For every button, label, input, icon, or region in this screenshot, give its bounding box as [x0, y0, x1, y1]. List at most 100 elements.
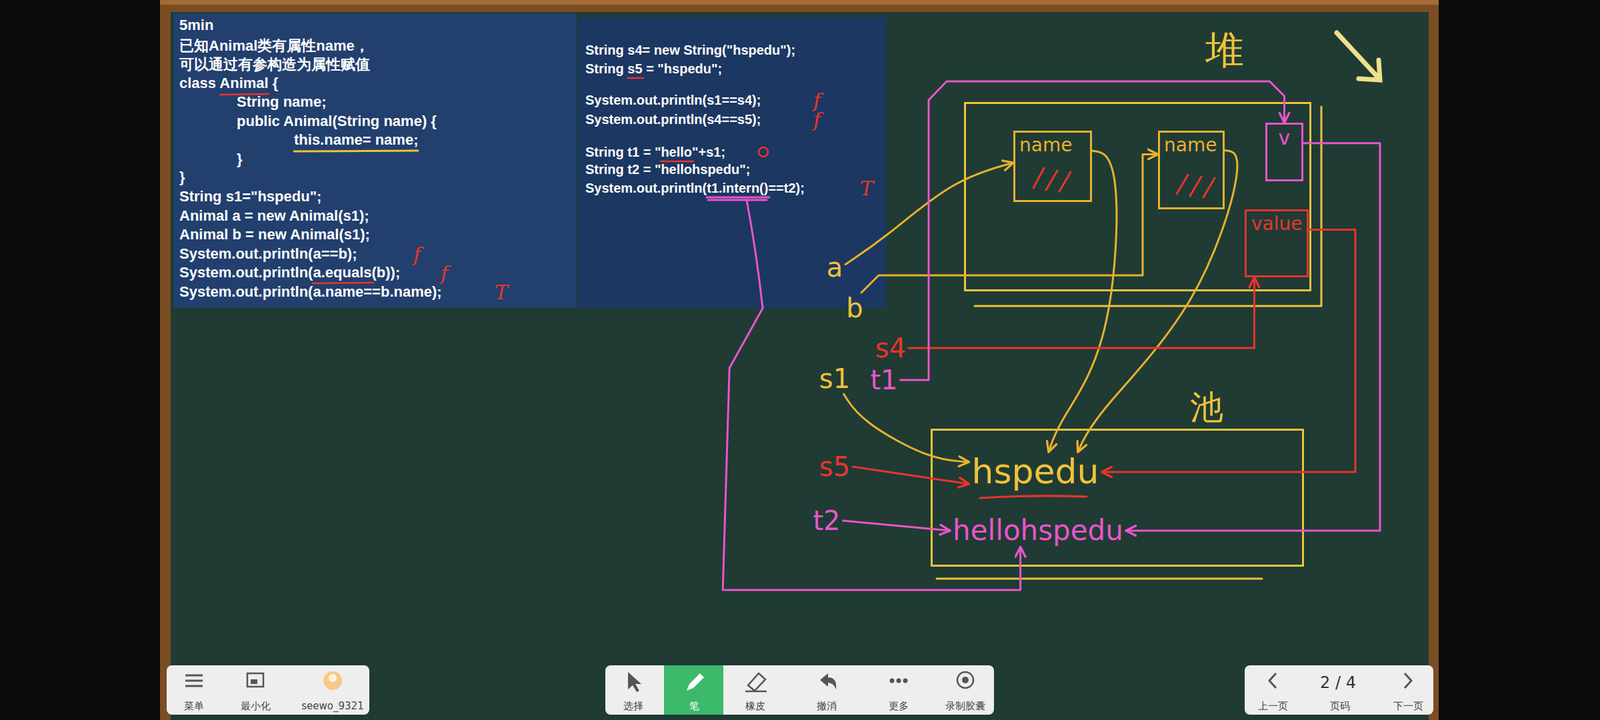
underline: [627, 77, 644, 80]
grading-mark: f: [440, 262, 448, 284]
code-line: 5min: [179, 16, 214, 35]
reference-arrow: [1078, 150, 1238, 453]
undo-icon: [820, 673, 836, 690]
record-icon: [962, 676, 969, 684]
code-line: String t2 = "hellohspedu";: [585, 160, 750, 178]
circle-mark: [758, 147, 768, 157]
variable: b: [843, 292, 866, 324]
region-heading: 池: [1190, 389, 1224, 426]
reference-arrow: [861, 154, 1158, 293]
code-line: Animal b = new Animal(s1);: [179, 225, 370, 244]
code-line: String name;: [236, 92, 326, 112]
toolbar: [166, 665, 370, 715]
code-panel: 5min已知Animal类有属性name， 可以通过有参构造为属性赋值class…: [173, 13, 577, 308]
grading-mark: T: [494, 281, 508, 304]
cursor-icon: [628, 672, 642, 692]
object-field: name: [1158, 130, 1225, 210]
code-line: System.out.println(t1.intern()==t2);: [585, 179, 805, 197]
chalk-marks: [220, 32, 1380, 579]
reference-arrow: [1048, 150, 1117, 452]
pen-icon: [686, 673, 704, 691]
code-line: System.out.println(a.name==b.name);: [179, 282, 442, 302]
object-field: v: [1265, 122, 1304, 182]
code-line: public Animal(String name) {: [236, 112, 437, 131]
more-icon: [896, 678, 902, 684]
toolbar-label: 笔: [689, 700, 700, 712]
toolbar: [166, 665, 1434, 715]
code-line: String t1 = "hello"+s1;: [585, 143, 726, 161]
code-line: String s1="hspedu";: [179, 187, 322, 206]
code-line: System.out.println(a==b);: [179, 244, 357, 264]
reference-arrow: [845, 162, 1014, 264]
toolbar-label: seewo_9321: [301, 700, 364, 712]
variable-name: t2: [810, 505, 843, 536]
more-icon: [890, 678, 895, 684]
field-label: name: [1164, 134, 1217, 156]
leader-line: [746, 200, 763, 308]
underline: [312, 282, 374, 284]
variable: a: [824, 252, 846, 283]
hatch: [1176, 174, 1215, 198]
active-tool: [664, 665, 724, 715]
variable: s1: [816, 363, 853, 394]
avatar-icon: [323, 671, 342, 690]
code-line: this.name= name;: [294, 130, 418, 150]
region-heading: 堆: [1205, 29, 1244, 72]
toolbar-label: 选择: [623, 700, 644, 712]
record-icon: [957, 672, 974, 688]
grading-mark: f: [813, 108, 821, 131]
reference-arrow: [908, 277, 1254, 348]
underline: [220, 94, 269, 95]
toolbar-label: 菜单: [184, 700, 204, 712]
grading-mark: T: [860, 177, 874, 200]
object-field: value: [1244, 209, 1309, 278]
field-label: name: [1019, 134, 1072, 156]
code-line: System.out.println(s1==s4);: [585, 91, 761, 109]
code-line: Animal a = new Animal(s1);: [179, 206, 370, 226]
variable: t2: [810, 505, 843, 536]
code-line: String s4= new String("hspedu");: [585, 41, 796, 59]
reference-arrow: [722, 308, 1020, 590]
variable: s4: [872, 332, 909, 364]
toolbar-label: 上一页: [1258, 700, 1288, 712]
toolbar: [605, 665, 994, 715]
underline: [294, 150, 418, 152]
reference-arrow: [843, 520, 951, 531]
toolbar-label: 2 / 4: [1320, 674, 1356, 692]
eraser-icon: [745, 673, 767, 692]
next-icon: [1404, 673, 1412, 688]
hatch: [1033, 168, 1071, 192]
variable-name: s4: [872, 332, 909, 364]
toolbar-label: 橡皮: [745, 700, 766, 712]
connectors: [722, 81, 1380, 590]
grading-mark: f: [413, 243, 421, 266]
toolbar-label: 更多: [888, 700, 909, 712]
field-label: value: [1251, 213, 1302, 235]
toolbar-label: 撤消: [816, 700, 837, 712]
reference-arrow: [844, 394, 970, 462]
string-literal: hspedu: [968, 452, 1102, 492]
reference-arrow: [1102, 230, 1356, 472]
board-frame: [160, 0, 1439, 720]
string-literal: hellohspedu: [950, 514, 1126, 547]
code-line: }: [179, 168, 186, 187]
variable-name: s1: [816, 363, 853, 394]
toolbar-label: 录制胶囊: [945, 700, 986, 712]
string-constant: hspedu: [968, 452, 1102, 492]
box-outline: [974, 106, 1322, 306]
toolbar-label: 最小化: [240, 700, 271, 712]
toolbar-label: 下一页: [1393, 700, 1424, 712]
board-frame: [160, 0, 1439, 5]
pool-region: 池hspeduhellohspedu: [930, 428, 1304, 567]
menu-icon: [185, 675, 203, 686]
variable-name: t1: [867, 364, 900, 396]
variable: t1: [867, 364, 900, 396]
code-line: System.out.println(a.equals(b));: [179, 263, 400, 282]
board-surface: [170, 12, 1429, 720]
string-constant: hellohspedu: [950, 514, 1126, 547]
variable-name: a: [824, 252, 846, 283]
underline: [706, 197, 770, 200]
